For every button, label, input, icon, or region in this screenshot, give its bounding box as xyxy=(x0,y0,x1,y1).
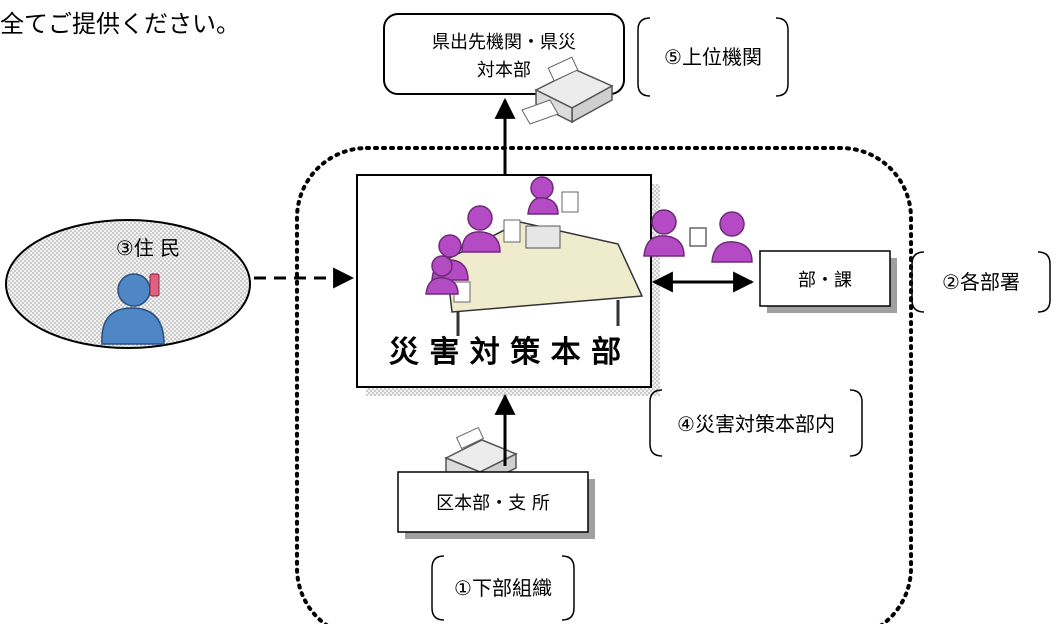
staff-group-icon xyxy=(425,176,559,295)
upper-org-label-1: 県出先機関・県災 xyxy=(432,32,576,53)
top-text: 全てご提供ください。 xyxy=(0,10,240,38)
department-box: 部・課 xyxy=(759,250,897,313)
branch-box: 区本部・支 所 xyxy=(397,471,595,539)
upper-org-label-2: 対本部 xyxy=(477,60,531,81)
hq-boundary xyxy=(295,146,913,624)
bracket-departments: ②各部署 xyxy=(911,251,1051,313)
bracket-lower-org: ①下部組織 xyxy=(431,555,575,621)
departments-caption: ②各部署 xyxy=(942,270,1020,294)
department-staff-icon xyxy=(643,209,753,263)
fax-machine-icon xyxy=(521,56,614,125)
department-label: 部・課 xyxy=(798,270,852,291)
bracket-upper-org: ⑤上位機関 xyxy=(637,17,789,97)
hq-label: 災 害 対 策 本 部 xyxy=(389,335,621,370)
branch-label: 区本部・支 所 xyxy=(436,493,550,514)
resident-phone-icon xyxy=(101,273,165,345)
lower-org-caption: ①下部組織 xyxy=(454,576,552,600)
bracket-inside-hq: ④災害対策本部内 xyxy=(649,389,863,457)
residents-label: ③住 民 xyxy=(116,236,180,260)
inside-hq-caption: ④災害対策本部内 xyxy=(677,412,835,436)
upper-org-caption: ⑤上位機関 xyxy=(664,45,762,69)
